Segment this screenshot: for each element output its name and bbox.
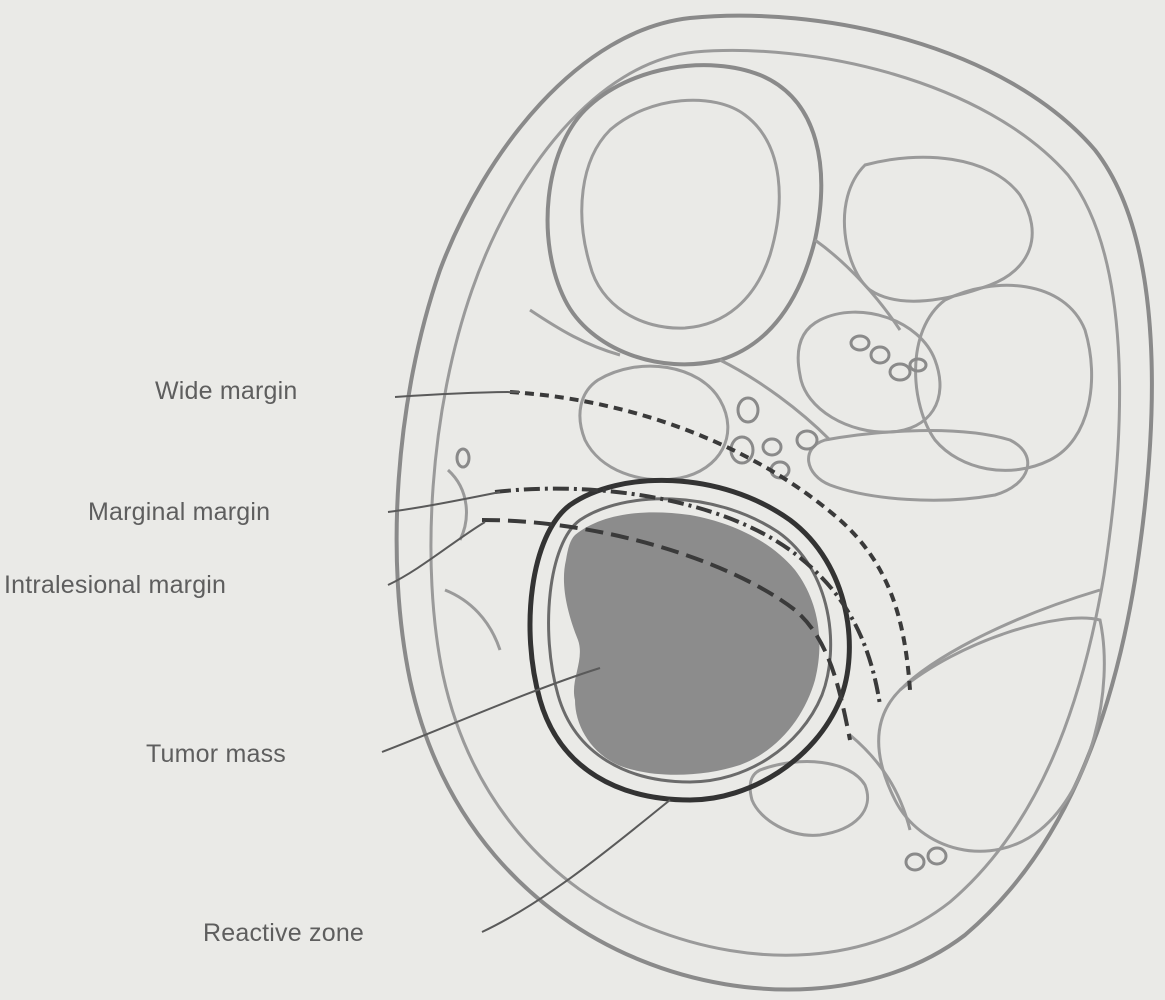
reactive-zone-label: Reactive zone bbox=[203, 918, 364, 948]
intralesional-margin-label: Intralesional margin bbox=[4, 570, 226, 600]
bone-outer bbox=[548, 65, 822, 364]
marginal-margin-leader bbox=[388, 492, 500, 512]
fascia-outline bbox=[431, 50, 1120, 955]
interosseous-membrane bbox=[530, 240, 900, 440]
muscle-compartment-5 bbox=[580, 366, 728, 480]
intralesional-margin-leader bbox=[388, 522, 485, 585]
wide-margin-leader bbox=[395, 392, 520, 397]
tumor-mass-leader bbox=[382, 668, 600, 752]
muscle-compartment-4 bbox=[809, 431, 1028, 501]
wide-margin-label: Wide margin bbox=[155, 376, 298, 406]
neurovascular-bundle-middle bbox=[731, 398, 817, 478]
reactive-zone-leader bbox=[482, 800, 670, 932]
tumor-mass-shape bbox=[564, 512, 820, 774]
muscle-compartment-2 bbox=[916, 285, 1092, 470]
muscle-compartment-1 bbox=[844, 157, 1032, 301]
marginal-margin-label: Marginal margin bbox=[88, 497, 270, 527]
muscle-compartment-7 bbox=[750, 762, 868, 836]
tumor-mass-label: Tumor mass bbox=[146, 739, 286, 769]
bone-medullary bbox=[582, 100, 779, 328]
muscle-compartment-6 bbox=[879, 618, 1105, 851]
